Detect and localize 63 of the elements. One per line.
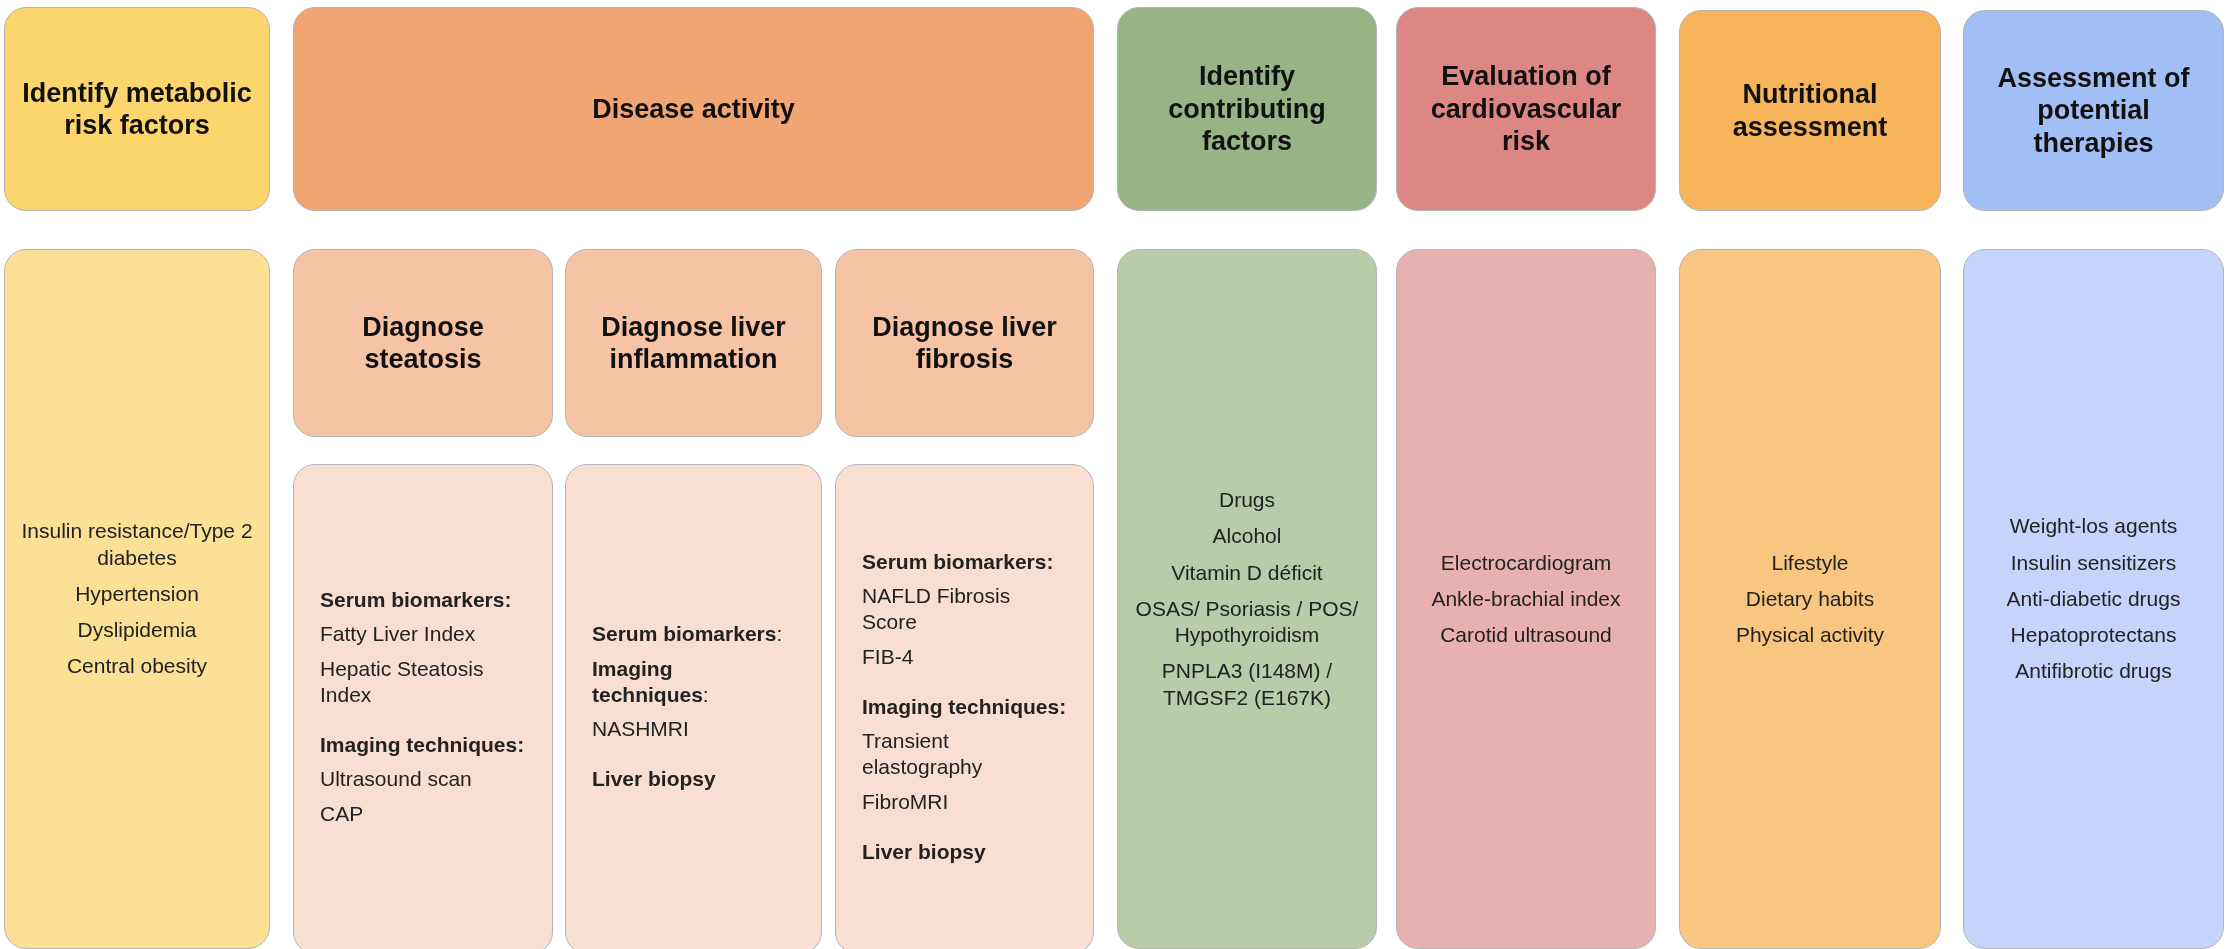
section-heading: Serum biomarkers: xyxy=(862,548,1054,575)
list-item: Ankle-brachial index xyxy=(1431,585,1621,612)
list-item: Fatty Liver Index xyxy=(320,621,476,648)
list-item: Carotid ultrasound xyxy=(1440,622,1612,649)
list-item: Anti-diabetic drugs xyxy=(2006,585,2181,612)
detail-box xyxy=(565,464,822,949)
list-item: FIB-4 xyxy=(862,643,914,670)
heading-box xyxy=(4,7,270,211)
list-box xyxy=(1117,249,1377,949)
heading: Evaluation of cardiovascular risk xyxy=(1429,60,1623,158)
list-item: Antifibrotic drugs xyxy=(2015,658,2172,685)
list-item: NAFLD Fibrosis Score xyxy=(862,583,1012,636)
list-item: Alcohol xyxy=(1212,523,1282,550)
list-box xyxy=(4,249,270,949)
list-box xyxy=(1963,249,2224,949)
detail-box xyxy=(835,464,1094,949)
list-item: Dietary habits xyxy=(1745,585,1875,612)
section-heading: Liver biopsy xyxy=(862,838,986,865)
list-item: Electrocardiogram xyxy=(1440,549,1612,576)
list-item: CAP xyxy=(320,800,364,827)
list-box xyxy=(1679,249,1941,949)
list-box xyxy=(1396,249,1656,949)
list-item: Vitamin D déficit xyxy=(1171,559,1323,586)
list-item: Drugs xyxy=(1219,487,1275,514)
list-item: Physical activity xyxy=(1735,622,1885,649)
section-heading: Imaging techniques: xyxy=(592,655,710,708)
heading-box xyxy=(835,249,1094,437)
list-item: Insulin resistance/Type 2 diabetes xyxy=(20,518,254,571)
section-heading: Imaging techniques: xyxy=(320,732,525,759)
heading: Diagnose steatosis xyxy=(361,310,485,376)
list-item: Weight-los agents xyxy=(2009,513,2178,540)
heading-box xyxy=(293,249,553,437)
heading: Diagnose liver fibrosis xyxy=(871,310,1058,376)
section-heading: Serum biomarkers: xyxy=(592,621,783,648)
heading: Diagnose liver inflammation xyxy=(600,310,787,376)
list-item: Central obesity xyxy=(66,653,208,680)
list-item: Ultrasound scan xyxy=(320,766,472,793)
heading: Identify metabolic risk factors xyxy=(21,76,253,142)
list-item: OSAS/ Psoriasis / POS/ Hypothyroidism xyxy=(1134,595,1360,649)
heading: Identify contributing factors xyxy=(1167,60,1327,158)
list-item: Transient elastography xyxy=(862,728,984,781)
heading-box xyxy=(1963,10,2224,211)
heading: Disease activity xyxy=(592,92,795,126)
list-item: Hepatic Steatosis Index xyxy=(320,655,485,708)
list-item: Hepatoprotectans xyxy=(2010,622,2177,649)
list-item: Hypertension xyxy=(75,580,199,607)
list-item: Insulin sensitizers xyxy=(2010,549,2177,576)
list-item: FibroMRI xyxy=(862,788,949,815)
heading-box xyxy=(565,249,822,437)
section-heading: Serum biomarkers: xyxy=(320,587,512,614)
list-item: NASHMRI xyxy=(592,716,689,743)
heading: Assessment of potential therapies xyxy=(1996,61,2191,160)
section-heading: Imaging techniques: xyxy=(862,693,1067,720)
list-item: Lifestyle xyxy=(1771,549,1849,576)
section-heading: Liver biopsy xyxy=(592,766,716,793)
list-item: PNPLA3 (I148M) / TMGSF2 (E167K) xyxy=(1160,658,1334,711)
heading: Nutritional assessment xyxy=(1731,78,1889,143)
heading-box xyxy=(1679,10,1941,211)
detail-box xyxy=(293,464,553,949)
heading-box xyxy=(293,7,1094,211)
heading-box xyxy=(1117,7,1377,211)
list-item: Dyslipidemia xyxy=(77,617,197,644)
heading-box xyxy=(1396,7,1656,211)
